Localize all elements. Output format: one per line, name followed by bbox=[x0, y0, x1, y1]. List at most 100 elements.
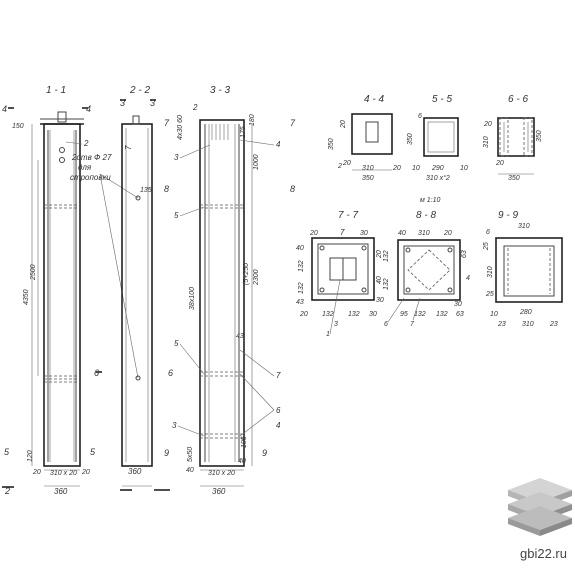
lifting-loop-1 bbox=[57, 111, 67, 123]
cut-label-7-right: 7 bbox=[290, 118, 296, 128]
dim-105: 105 bbox=[241, 436, 248, 448]
callout-6-8: 6 bbox=[384, 321, 388, 328]
dim-310-9: 310 bbox=[518, 223, 530, 230]
dim-20-7b: 20 bbox=[376, 250, 383, 259]
leader-4-3a bbox=[239, 139, 275, 146]
cut-label-6-2: 6 bbox=[168, 368, 173, 378]
dim-40-7: 40 bbox=[296, 245, 304, 252]
dim-5x50: 5х50 bbox=[187, 447, 194, 462]
dim-132-8c: 132 bbox=[414, 311, 426, 318]
dim-310-6: 310 bbox=[483, 136, 490, 148]
leader-7-3 bbox=[239, 349, 275, 377]
dim-310-9b: 310 bbox=[522, 321, 534, 328]
callout-3-7: 3 bbox=[334, 321, 338, 328]
view-7-7: 7 - 7 20 30 7 40 132 132 43 20 40 30 20 … bbox=[296, 210, 384, 338]
dim-132-7a: 132 bbox=[298, 260, 305, 272]
section-title-1-1: 1 - 1 bbox=[46, 85, 66, 96]
dim-30-8: 30 bbox=[454, 301, 462, 308]
leader-3-3a bbox=[179, 144, 211, 159]
dim-20-1a: 20 bbox=[32, 469, 41, 476]
callout-6-5: 6 bbox=[418, 113, 422, 120]
dim-132-8d: 132 bbox=[436, 311, 448, 318]
callout-7-7: 7 bbox=[340, 228, 345, 237]
dim-40: 40 bbox=[186, 467, 194, 474]
dim-30-7a: 30 bbox=[360, 230, 368, 237]
view-9-9: 9 - 9 6 310 25 310 25 10 280 23 310 23 bbox=[483, 210, 563, 328]
callout-1-7: 1 bbox=[326, 331, 330, 338]
dim-15x250: (5+250 bbox=[243, 263, 250, 285]
callout-4-3a: 4 bbox=[276, 140, 281, 149]
cut-label-8-right: 8 bbox=[290, 184, 295, 194]
section-7-inner bbox=[317, 243, 369, 295]
dim-360-3: 360 bbox=[212, 487, 226, 496]
cut-label-9-left: 9 bbox=[164, 448, 169, 458]
dim-4x30: 4х30 60 bbox=[177, 115, 184, 140]
section-title-5-5: 5 - 5 bbox=[432, 94, 452, 105]
dim-350-5: 350 bbox=[407, 133, 414, 145]
dim-25-9: 25 bbox=[483, 242, 490, 251]
dim-310x2-5: 310 х°2 bbox=[426, 174, 450, 182]
note-hole: 2отв Ф 27 bbox=[71, 153, 112, 162]
section-title-4-4: 4 - 4 bbox=[364, 94, 384, 105]
dim-20-4c: 20 bbox=[342, 160, 351, 167]
callout-7-8: 7 bbox=[410, 321, 415, 328]
dim-310x20-3: 310 х 20 bbox=[208, 470, 235, 477]
leader-5-3b bbox=[179, 343, 205, 375]
lift-hole-2a bbox=[135, 195, 141, 201]
dim-10-9: 10 bbox=[490, 311, 498, 318]
cut-label-3-left: 3 bbox=[120, 98, 125, 108]
dim-4350: 4350 bbox=[23, 289, 30, 305]
section-6-outline bbox=[497, 117, 535, 157]
cut-label-7-left: 7 bbox=[164, 118, 170, 128]
section-6-hatch-left bbox=[499, 117, 509, 157]
dim-43-7: 43 bbox=[296, 299, 304, 306]
embedded-mark-2: 7 bbox=[124, 145, 133, 150]
cut-label-4-left: 4 bbox=[2, 104, 7, 114]
dim-132-8a: 132 bbox=[383, 250, 390, 262]
section-title-7-7: 7 - 7 bbox=[338, 210, 358, 221]
cut-label-5-right: 5 bbox=[90, 447, 96, 457]
dim-20-6b: 20 bbox=[495, 160, 504, 167]
section-7-outline bbox=[311, 237, 375, 301]
callout-4-3b: 4 bbox=[276, 421, 281, 430]
section-8-outline bbox=[397, 239, 461, 301]
view-1-1: 1 - 1 4350 2500 150 310 х 20 20 20 36 bbox=[2, 85, 139, 496]
dim-132-8b: 132 bbox=[383, 278, 390, 290]
cut-label-5-left: 5 bbox=[4, 447, 10, 457]
dim-20-4: 20 bbox=[340, 120, 347, 129]
section-8-bar-tl bbox=[405, 247, 411, 253]
dim-350-6v: 350 bbox=[536, 130, 543, 142]
section-8-inner bbox=[403, 245, 455, 295]
lifting-loop-2 bbox=[132, 115, 140, 125]
dim-132-7b: 132 bbox=[298, 282, 305, 294]
dim-20-7a: 20 bbox=[309, 230, 318, 237]
dim-10-5b: 10 bbox=[460, 165, 468, 172]
dim-20-1b: 20 bbox=[81, 469, 90, 476]
dim-30-7b: 30 bbox=[376, 297, 384, 304]
dim-120-1: 120 bbox=[27, 450, 34, 462]
cut-label-2-1: 2 bbox=[4, 486, 10, 496]
lift-hole-1a bbox=[59, 147, 65, 153]
leader-1-7 bbox=[329, 279, 341, 335]
section-7-bar-tl bbox=[319, 245, 325, 251]
section-9-outline bbox=[495, 237, 563, 303]
section-title-6-6: 6 - 6 bbox=[508, 94, 528, 105]
leader-6-3a bbox=[239, 373, 275, 411]
leader-5-3a bbox=[179, 206, 205, 217]
section-title-9-9: 9 - 9 bbox=[498, 210, 518, 221]
callout-3-3a: 3 bbox=[174, 153, 179, 162]
dim-360-1: 360 bbox=[54, 487, 68, 496]
dim-40-8a: 40 bbox=[398, 230, 406, 237]
leader-lifting-b bbox=[99, 173, 139, 379]
cut-label-3-right: 3 bbox=[150, 98, 155, 108]
section-title-8-8: 8 - 8 bbox=[416, 210, 436, 221]
callout-2-1: 2 bbox=[83, 139, 89, 148]
note-lifting: строповки bbox=[70, 173, 111, 182]
dim-310-4: 310 bbox=[362, 165, 374, 172]
dim-150: 150 bbox=[12, 123, 24, 130]
view-3-3: 3 - 3 2300 (5+250 1000 175 180 38х100 4х… bbox=[154, 85, 296, 496]
section-7-bar-br bbox=[361, 287, 367, 293]
section-5-outline bbox=[423, 117, 459, 157]
dim-310-8: 310 bbox=[418, 230, 430, 237]
dim-38x100: 38х100 bbox=[189, 287, 196, 310]
